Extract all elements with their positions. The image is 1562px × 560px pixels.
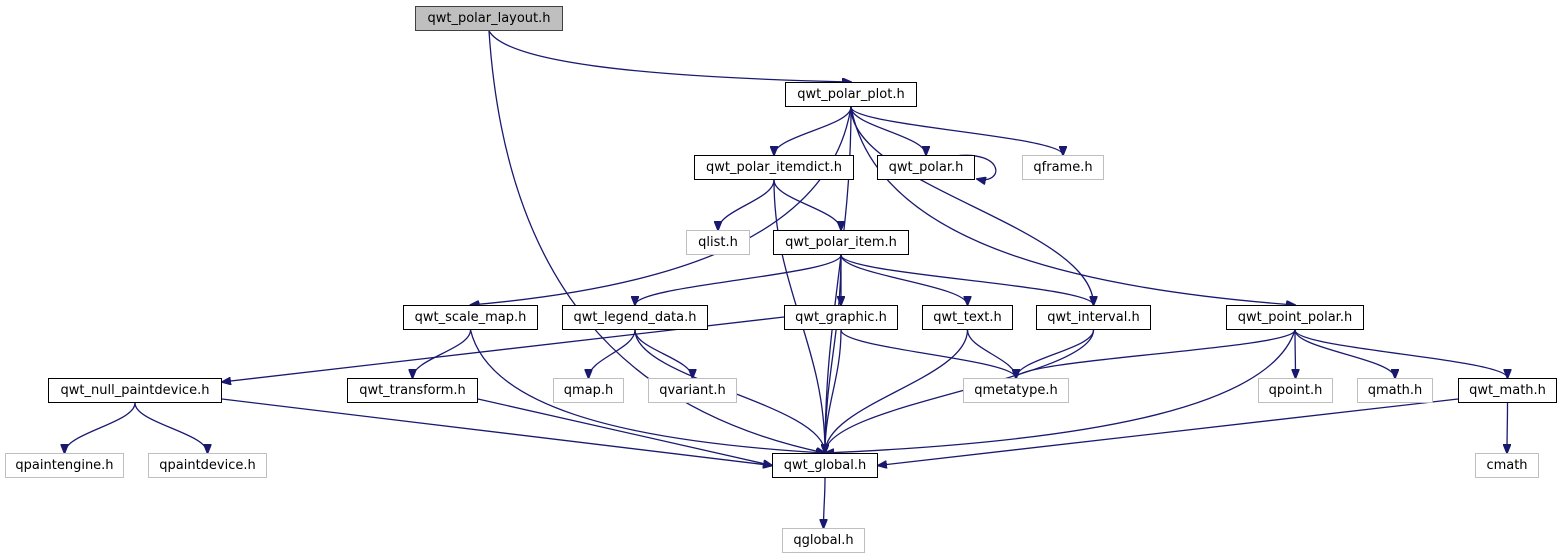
node-label: qmath.h	[1367, 383, 1423, 398]
edge-qwt-text-to-qwt-global	[825, 329, 969, 453]
node-label: qwt_scale_map.h	[414, 310, 527, 325]
node-label: qwt_legend_data.h	[573, 310, 697, 325]
node-label: cmath	[1486, 458, 1528, 473]
node-qwt-text[interactable]: qwt_text.h	[922, 305, 1013, 330]
node-label: qmetatype.h	[974, 383, 1058, 398]
edge-qwt-polar-plot-to-qwt-point-polar	[850, 106, 1295, 305]
node-qwt-interval[interactable]: qwt_interval.h	[1036, 305, 1151, 330]
node-qmath[interactable]: qmath.h	[1357, 378, 1433, 403]
node-qwt-transform[interactable]: qwt_transform.h	[347, 378, 478, 403]
node-label: qwt_polar.h	[888, 160, 964, 175]
node-qwt-polar[interactable]: qwt_polar.h	[877, 155, 975, 180]
edge-qwt-point-polar-to-qpoint	[1295, 329, 1296, 378]
edge-qwt-point-polar-to-qwt-math	[1294, 329, 1508, 378]
node-qwt-polar-item[interactable]: qwt_polar_item.h	[773, 230, 909, 255]
node-qwt-polar-layout[interactable]: qwt_polar_layout.h	[415, 6, 563, 31]
node-label: qpaintdevice.h	[159, 458, 256, 473]
edge-qwt-null-paintdevice-to-qpaintdevice	[134, 402, 208, 453]
edge-qwt-point-polar-to-qwt-global	[825, 329, 1296, 453]
edge-qwt-legend-data-to-qmap	[589, 329, 636, 378]
node-cmath[interactable]: cmath	[1475, 453, 1539, 478]
node-label: qpoint.h	[1268, 383, 1323, 398]
node-qwt-math[interactable]: qwt_math.h	[1458, 378, 1557, 403]
node-qglobal[interactable]: qglobal.h	[782, 528, 865, 553]
node-qwt-point-polar[interactable]: qwt_point_polar.h	[1226, 305, 1364, 330]
node-label: qwt_text.h	[933, 310, 1002, 325]
edge-qwt-scale-map-to-qwt-global	[469, 329, 826, 453]
edge-qwt-interval-to-qwt-global	[825, 329, 1095, 453]
edge-qwt-null-paintdevice-to-qwt-global	[221, 398, 772, 466]
node-qmetatype[interactable]: qmetatype.h	[963, 378, 1069, 403]
node-label: qlist.h	[698, 235, 738, 250]
node-label: qmap.h	[563, 383, 614, 398]
node-label: qvariant.h	[659, 383, 726, 398]
node-label: qwt_polar_item.h	[785, 235, 897, 250]
node-qframe[interactable]: qframe.h	[1022, 155, 1104, 180]
node-qpaintdevice[interactable]: qpaintdevice.h	[148, 453, 267, 478]
node-qpaintengine[interactable]: qpaintengine.h	[5, 453, 124, 478]
node-label: qglobal.h	[793, 533, 854, 548]
edge-qwt-point-polar-to-qmath	[1294, 329, 1395, 378]
node-qwt-null-paintdevice[interactable]: qwt_null_paintdevice.h	[48, 378, 222, 403]
edge-qwt-null-paintdevice-to-qpaintengine	[65, 402, 136, 453]
node-qwt-scale-map[interactable]: qwt_scale_map.h	[403, 305, 538, 330]
edge-qwt-polar-itemdict-to-qwt-polar-item	[773, 179, 841, 230]
edge-qwt-polar-plot-to-qwt-scale-map	[471, 106, 852, 305]
node-label: qwt_transform.h	[359, 383, 466, 398]
node-qwt-legend-data[interactable]: qwt_legend_data.h	[562, 305, 708, 330]
edge-qwt-point-polar-to-qmetatype	[1016, 329, 1296, 378]
edge-qwt-math-to-qwt-global	[878, 398, 1459, 466]
edge-qwt-polar-plot-to-qwt-polar-itemdict	[774, 106, 852, 155]
node-qwt-polar-itemdict[interactable]: qwt_polar_itemdict.h	[694, 155, 854, 180]
node-qwt-graphic[interactable]: qwt_graphic.h	[784, 305, 898, 330]
edge-qwt-polar-item-to-qwt-legend-data	[635, 254, 842, 305]
node-label: qwt_polar_itemdict.h	[706, 160, 842, 175]
node-qmap[interactable]: qmap.h	[553, 378, 624, 403]
node-label: qwt_point_polar.h	[1237, 310, 1353, 325]
edge-qwt-polar-layout-to-qwt-polar-plot	[488, 30, 851, 82]
edge-qwt-transform-to-qwt-global	[477, 398, 772, 466]
node-label: qwt_polar_layout.h	[427, 11, 551, 26]
edge-qwt-graphic-to-qmetatype	[840, 329, 1016, 378]
node-qlist[interactable]: qlist.h	[686, 230, 750, 255]
node-label: qwt_interval.h	[1047, 310, 1140, 325]
edge-qwt-polar-item-to-qwt-text	[840, 254, 968, 305]
edge-qwt-math-to-cmath	[1507, 402, 1508, 453]
edge-qwt-polar-item-to-qwt-interval	[840, 254, 1094, 305]
edge-qwt-global-to-qglobal	[824, 477, 826, 528]
node-qwt-polar-plot[interactable]: qwt_polar_plot.h	[785, 82, 917, 107]
node-label: qwt_math.h	[1469, 383, 1546, 398]
node-label: qpaintengine.h	[15, 458, 114, 473]
node-label: qwt_null_paintdevice.h	[60, 383, 210, 398]
edge-qwt-polar-plot-to-qwt-polar	[850, 106, 926, 155]
node-label: qframe.h	[1033, 160, 1093, 175]
edge-qwt-legend-data-to-qvariant	[634, 329, 693, 378]
node-qvariant[interactable]: qvariant.h	[648, 378, 737, 403]
edge-qwt-polar-plot-to-qframe	[850, 106, 1063, 155]
edge-qwt-polar-item-to-qwt-global	[825, 254, 842, 453]
node-label: qwt_graphic.h	[795, 310, 887, 325]
node-qpoint[interactable]: qpoint.h	[1258, 378, 1333, 403]
node-qwt-global[interactable]: qwt_global.h	[772, 453, 878, 478]
edge-qwt-scale-map-to-qwt-transform	[413, 329, 472, 378]
node-label: qwt_polar_plot.h	[797, 87, 905, 102]
edge-qwt-graphic-to-qwt-global	[825, 329, 842, 453]
node-label: qwt_global.h	[783, 458, 867, 473]
edge-qwt-polar-itemdict-to-qlist	[718, 179, 775, 230]
